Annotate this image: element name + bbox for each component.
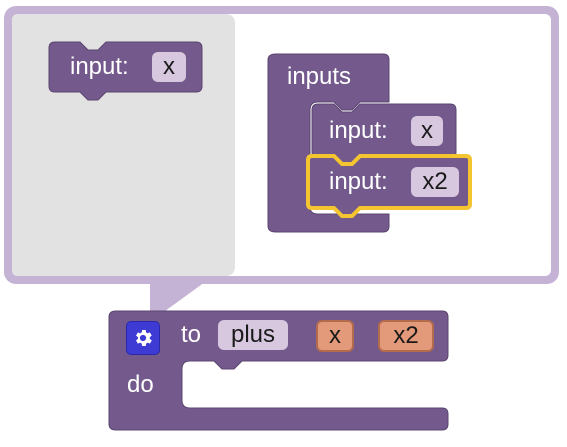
procedure-definition-block [108, 310, 449, 431]
procedure-to-label: to [181, 321, 202, 348]
procedure-param-x2: x2 [378, 320, 434, 352]
gear-glyph [136, 330, 152, 346]
item-input-name-field-2[interactable]: x2 [411, 167, 459, 197]
item-input-name-field-1[interactable]: x [411, 116, 443, 146]
procedure-param-x: x [316, 320, 354, 352]
item-input-label-1: input: [329, 117, 388, 144]
procedure-name-field[interactable]: plus [218, 320, 288, 350]
inputs-container-label: inputs [287, 63, 352, 90]
flyout-input-label: input: [70, 53, 129, 80]
flyout-input-name-field[interactable]: x [152, 52, 186, 82]
item-input-label-2: input: [329, 168, 388, 195]
gear-icon[interactable] [126, 321, 160, 355]
inputs-container-block [267, 53, 390, 233]
procedure-do-label: do [127, 371, 154, 398]
